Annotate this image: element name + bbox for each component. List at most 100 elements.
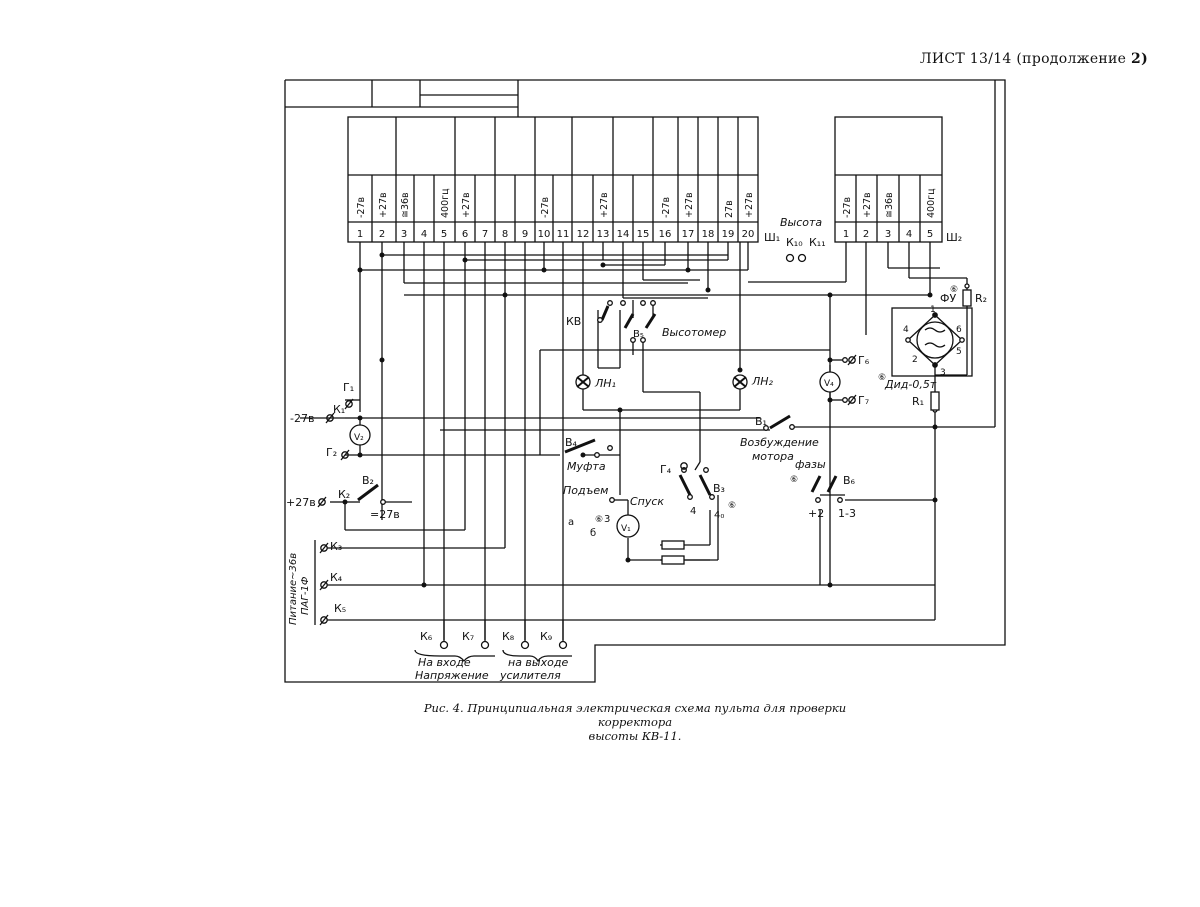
sh1-pin-label: +27в <box>599 192 610 218</box>
label-g4: Г₄ <box>660 463 672 476</box>
label-fu-n1: 1 <box>930 305 936 315</box>
meter-v2 <box>349 424 371 446</box>
label-fu: ФУ <box>940 292 956 305</box>
sh1-pin-label: -27в <box>356 196 367 218</box>
label-sh2: Ш₂ <box>946 231 962 244</box>
label-ln1: ЛН₁ <box>594 377 616 390</box>
label-ln2: ЛН₂ <box>751 375 774 388</box>
sh2-pin-label: -27в <box>842 196 853 218</box>
label-plus2: +2 <box>808 507 824 520</box>
label-c6-did: ⑥ <box>878 373 886 383</box>
label-g2: Г₂ <box>326 446 337 459</box>
sh1-pin-number: 7 <box>482 229 488 240</box>
terminal-symbols <box>317 354 857 626</box>
lamp-ln1 <box>575 374 591 390</box>
label-g6: Г₆ <box>858 354 870 367</box>
sh2-pin-number: 2 <box>863 229 869 240</box>
sh1-pin-number: 10 <box>538 229 551 240</box>
sheet-header-number: 2) <box>1131 51 1148 67</box>
label-pitanie2: ПАГ-1Ф <box>300 576 311 615</box>
label-v2: V₂ <box>354 433 364 443</box>
sh1-pin-label: ≅36в <box>400 192 411 218</box>
brace-lines <box>414 649 572 663</box>
label-fu-n3: 3 <box>940 368 946 378</box>
label-minus27: -27в <box>290 412 314 425</box>
label-k5: К₅ <box>334 602 346 615</box>
sh1-pin-number: 16 <box>659 229 672 240</box>
sh1-pin-label: 400гц <box>440 188 451 218</box>
sh1-pin-number: 20 <box>742 229 755 240</box>
sh1-pin-number: 13 <box>597 229 610 240</box>
sh2-pin-label: +27в <box>862 192 873 218</box>
label-fu-n6: 6 <box>956 325 962 335</box>
sheet-header-suffix: (продолжение <box>1016 51 1127 67</box>
label-mufta: Муфта <box>567 460 606 473</box>
label-k3: К₃ <box>330 540 342 553</box>
label-fu-n4: 4 <box>903 325 909 335</box>
label-fu-n5: 5 <box>956 347 962 357</box>
sh1-pin-label: -27в <box>661 196 672 218</box>
meter-v1 <box>616 514 640 538</box>
connector-sh2 <box>834 116 943 243</box>
sh2-pin-label: ≅36в <box>884 192 895 218</box>
label-k11: К₁₁ <box>809 236 826 249</box>
label-k1: К₁ <box>333 403 345 416</box>
label-v1: V₁ <box>621 524 631 534</box>
sh1-pin-label: 27в <box>724 200 735 218</box>
sh1-pin-number: 12 <box>577 229 590 240</box>
label-c6-podem: ⑥ <box>595 515 603 525</box>
label-kv: КВ <box>566 315 581 328</box>
label-k10: К₁₀ <box>786 236 803 249</box>
sh1-pin-number: 11 <box>557 229 570 240</box>
label-one3: 1-3 <box>838 507 856 520</box>
label-podem: Подъем <box>563 484 608 497</box>
sh1-pin-number: 2 <box>379 229 385 240</box>
label-c6-fazy: ⑥ <box>790 475 798 485</box>
figure-caption: Рис. 4. Принципиальная электрическая схе… <box>385 701 885 743</box>
label-na-vyhode: на выходе <box>508 656 568 669</box>
sh1-pin-number: 5 <box>441 229 447 240</box>
sh1-pin-label: +27в <box>378 192 389 218</box>
label-g1: Г₁ <box>343 381 354 394</box>
sh2-pin-number: 1 <box>843 229 849 240</box>
label-a: а <box>568 517 574 528</box>
outer-frame <box>284 79 1006 683</box>
label-three: 3 <box>604 514 610 525</box>
sh1-pin-label: +27в <box>744 192 755 218</box>
label-k8: К₈ <box>502 630 515 643</box>
label-pitanie1: Питание~36в <box>288 553 299 625</box>
label-k7: К₇ <box>462 630 474 643</box>
figure-caption-line2: высоты КВ-11. <box>588 729 682 743</box>
label-r1: R₁ <box>912 395 924 408</box>
sh1-pin-number: 3 <box>401 229 407 240</box>
sh1-pin-label: +27в <box>461 192 472 218</box>
wiring <box>300 80 996 645</box>
contact-terminals <box>380 253 970 650</box>
sh1-pin-label: -27в <box>540 196 551 218</box>
label-b: б <box>590 528 596 539</box>
label-did: Дид-0,5т <box>884 378 937 391</box>
label-vysota: Высота <box>780 216 822 229</box>
sh1-pin-number: 1 <box>357 229 363 240</box>
label-b6: В₆ <box>843 474 856 487</box>
label-fu-n2: 2 <box>912 355 918 365</box>
sh1-pin-number: 6 <box>462 229 468 240</box>
label-motor: мотора <box>752 450 794 463</box>
meter-v4 <box>819 371 841 393</box>
sh1-pin-number: 8 <box>502 229 508 240</box>
label-four-o: 4₀ <box>714 510 724 521</box>
connector-sh1 <box>347 116 759 243</box>
label-k9: К₉ <box>540 630 552 643</box>
label-plus27: +27в <box>286 496 316 509</box>
label-r2: R₂ <box>975 292 987 305</box>
figure-caption-line1: Рис. 4. Принципиальная электрическая схе… <box>423 701 847 729</box>
sh2-pin-number: 4 <box>906 229 912 240</box>
sh1-pin-number: 17 <box>682 229 695 240</box>
label-k2: К₂ <box>338 488 350 501</box>
label-v4: V₄ <box>824 379 834 389</box>
sh1-pin-number: 4 <box>421 229 427 240</box>
label-vozb: Возбуждение <box>740 436 819 449</box>
label-c6-fu: ⑥ <box>950 285 958 295</box>
switch-blades <box>357 305 838 502</box>
